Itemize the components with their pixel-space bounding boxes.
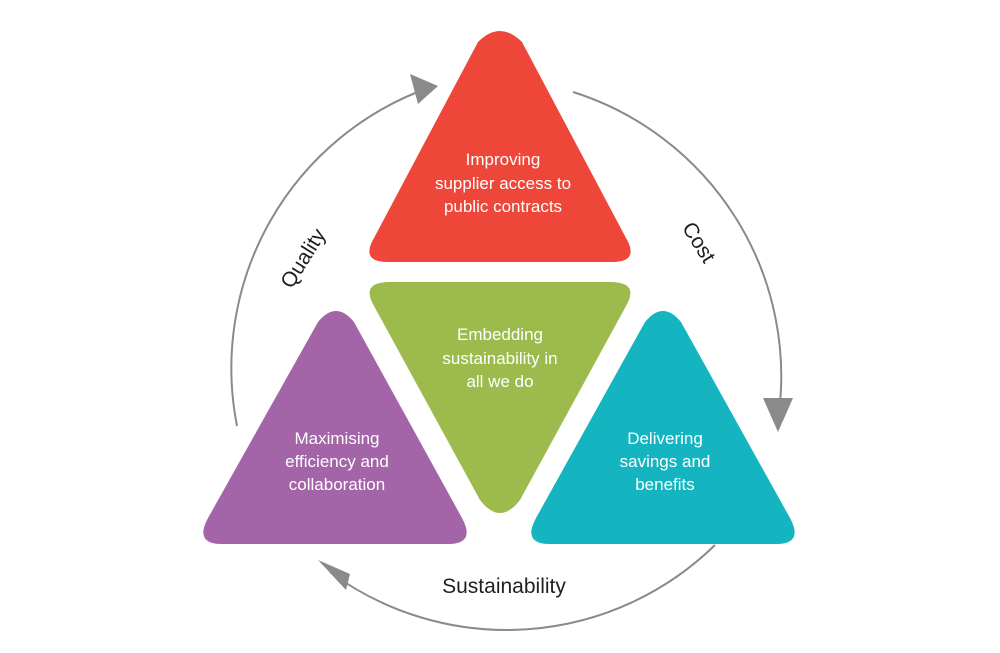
triangle-center-label: Embedding sustainability in all we do	[442, 325, 557, 391]
sustainability-label: Sustainability	[442, 575, 566, 598]
triangle-right-line-2: savings and	[620, 452, 711, 471]
triangle-right	[531, 311, 795, 544]
triangle-left-line-2: efficiency and	[285, 452, 389, 471]
triangle-top-label: Improving supplier access to public cont…	[435, 150, 571, 216]
triangle-center	[369, 282, 631, 513]
arc-top-to-right	[572, 91, 783, 421]
triangle-right-line-3: benefits	[635, 475, 695, 494]
triangle-right-line-1: Delivering	[627, 429, 703, 448]
triangle-left-line-1: Maximising	[294, 429, 379, 448]
arrowhead-bottom-left	[318, 560, 350, 590]
arc-right-to-bottom	[329, 544, 716, 631]
quality-label: Quality	[276, 224, 330, 292]
triangle-left	[203, 311, 467, 544]
triangle-right-label: Delivering savings and benefits	[620, 429, 711, 494]
arrowhead-top-left	[410, 74, 438, 104]
arrowhead-right	[763, 398, 793, 432]
triangle-top-line-2: supplier access to	[435, 174, 571, 193]
triangle-top-line-1: Improving	[466, 150, 541, 169]
triangle-center-line-1: Embedding	[457, 325, 543, 344]
triangle-left-line-3: collaboration	[289, 475, 385, 494]
triangle-center-line-2: sustainability in	[442, 349, 557, 368]
triangle-top	[369, 31, 631, 262]
arc-left-to-top	[230, 87, 429, 427]
cost-label: Cost	[677, 218, 719, 267]
triangle-top-line-3: public contracts	[444, 197, 562, 216]
triangle-left-label: Maximising efficiency and collaboration	[285, 429, 389, 494]
triangle-center-line-3: all we do	[466, 372, 533, 391]
